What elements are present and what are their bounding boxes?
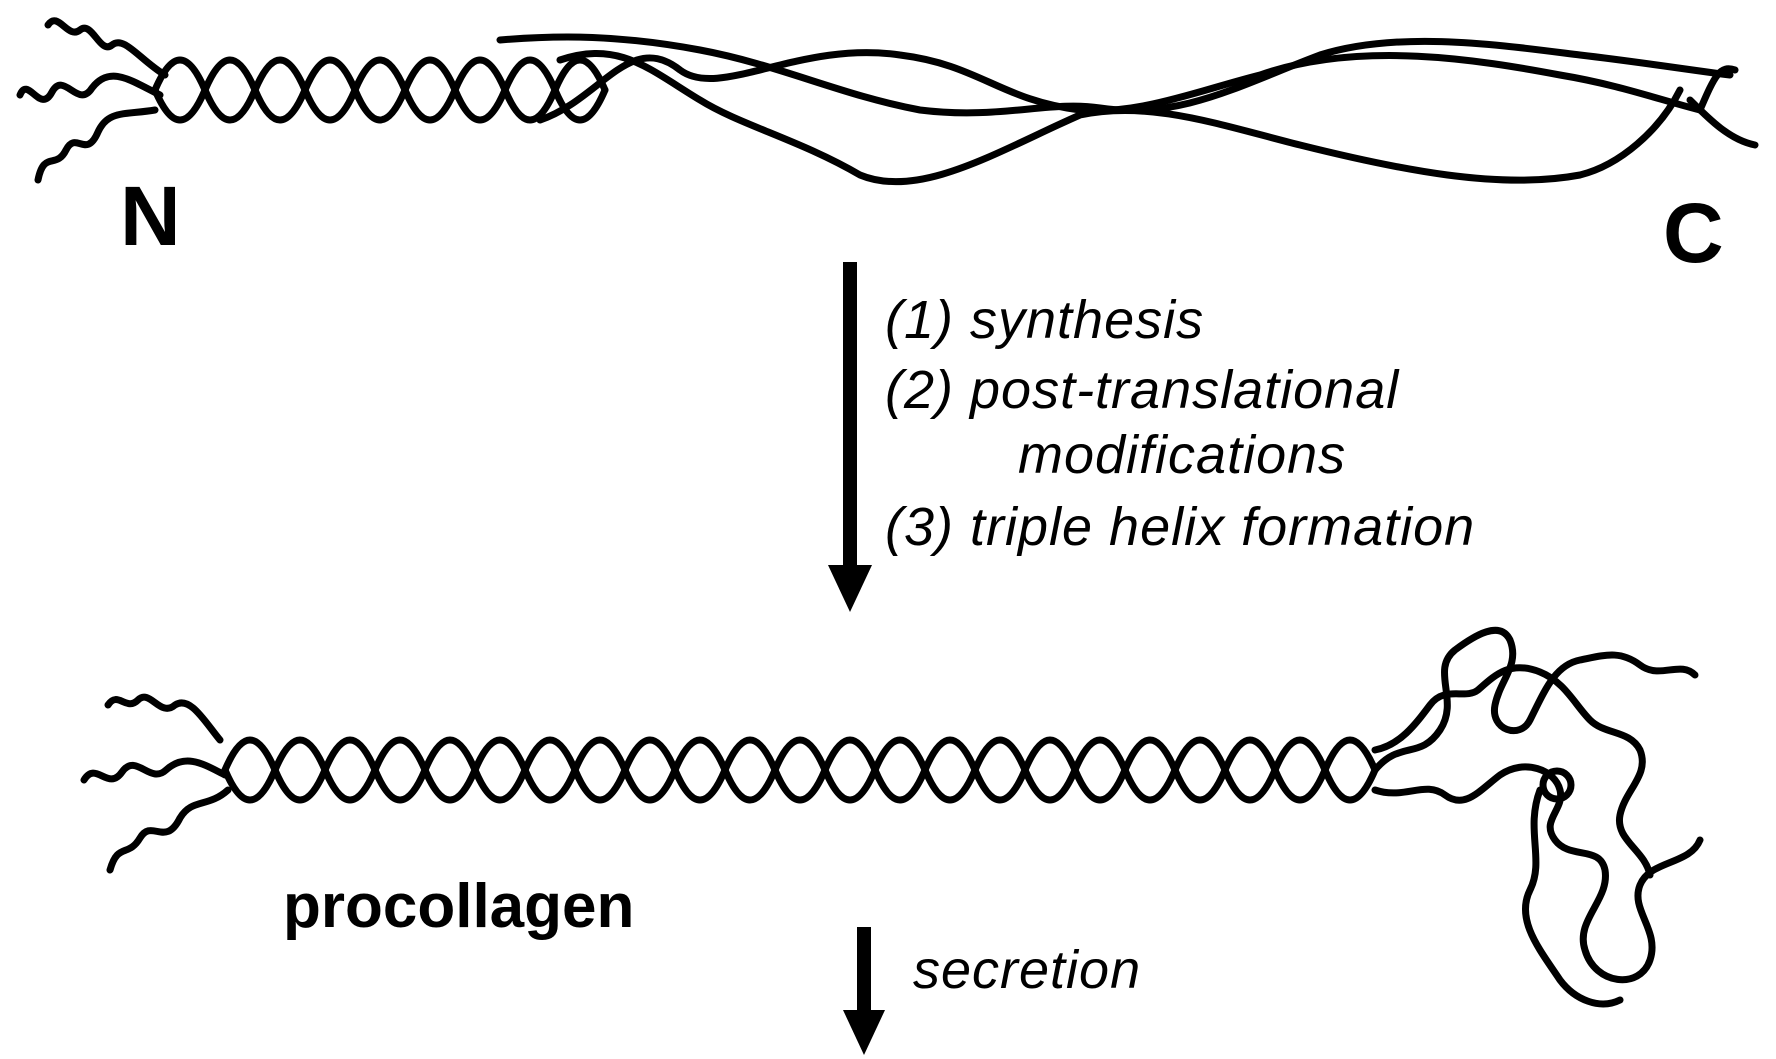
procollagen-n-tail-3 bbox=[110, 790, 228, 870]
process-steps: (1) synthesis (2) post-translational mod… bbox=[885, 290, 1475, 557]
process-arrow bbox=[828, 262, 872, 612]
nascent-chains bbox=[20, 21, 1755, 182]
step-post-translational: (2) post-translational bbox=[885, 360, 1400, 420]
procollagen-molecule bbox=[84, 630, 1700, 1004]
partial-helix bbox=[155, 60, 605, 120]
secretion-arrow-shaft bbox=[857, 927, 871, 1014]
step-triple-helix: (3) triple helix formation bbox=[885, 497, 1475, 557]
procollagen-c-propeptide-1 bbox=[1375, 630, 1695, 770]
procollagen-label: procollagen bbox=[283, 872, 634, 941]
step-synthesis: (1) synthesis bbox=[885, 290, 1204, 350]
process-arrow-shaft bbox=[843, 262, 857, 572]
process-arrow-head bbox=[828, 565, 872, 612]
loose-strand-2 bbox=[560, 54, 1680, 182]
secretion-label: secretion bbox=[913, 940, 1141, 1000]
secretion-arrow-head bbox=[843, 1010, 885, 1055]
n-terminus-label: N bbox=[120, 169, 181, 263]
procollagen-n-tail-2 bbox=[84, 761, 225, 780]
procollagen-helix-b bbox=[225, 740, 1375, 800]
c-terminal-tail bbox=[1690, 69, 1755, 145]
c-terminus-label: C bbox=[1663, 186, 1724, 280]
secretion-arrow bbox=[843, 927, 885, 1055]
helix-strand-b bbox=[155, 60, 605, 120]
n-terminal-tail-1 bbox=[48, 21, 165, 75]
step-modifications: modifications bbox=[1018, 425, 1346, 485]
procollagen-helix-a bbox=[225, 740, 1375, 800]
helix-strand-a bbox=[155, 60, 605, 120]
procollagen-n-tail-1 bbox=[108, 697, 220, 740]
n-terminal-tail-2 bbox=[20, 76, 160, 99]
